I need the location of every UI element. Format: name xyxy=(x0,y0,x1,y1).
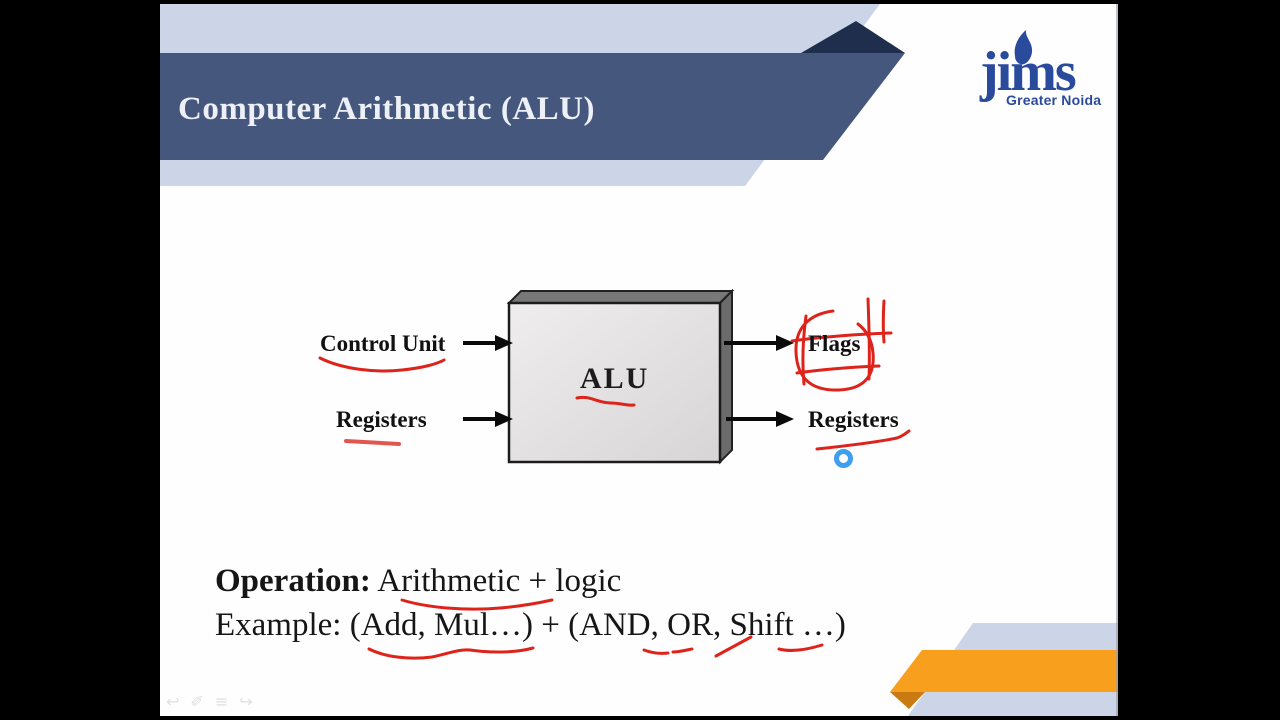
underline-registers-right xyxy=(815,429,911,451)
label-alu: ALU xyxy=(580,362,650,395)
red-ink-annotations xyxy=(318,297,911,660)
underline-add-mul xyxy=(367,646,535,660)
label-registers-out: Registers xyxy=(808,407,899,432)
presenter-nav: ↩ ✐ ≡ ↪ xyxy=(166,690,296,714)
note-example: Example: (Add, Mul…) + (AND, OR, Shift …… xyxy=(215,607,846,643)
back-arrow-icon[interactable]: ↩ xyxy=(166,692,180,711)
jims-logo: jims Greater Noida xyxy=(975,30,1125,110)
underline-control-unit xyxy=(318,356,446,373)
pen-icon[interactable]: ✐ xyxy=(190,692,204,711)
note-operation-label: Operation: xyxy=(215,563,371,599)
arrow-control-unit-head xyxy=(495,335,513,351)
underline-alu xyxy=(575,395,636,407)
slide-menu-icon[interactable]: ≡ xyxy=(214,692,229,711)
arrow-registers-in-head xyxy=(495,411,513,427)
underline-registers-left xyxy=(344,439,401,446)
jims-logo-subtext: Greater Noida xyxy=(1006,92,1102,108)
label-flags: Flags xyxy=(808,331,861,356)
page-title: Computer Arithmetic (ALU) xyxy=(178,91,595,127)
flame-icon xyxy=(1014,30,1033,65)
slash-or xyxy=(714,635,753,658)
note-operation-text: Arithmetic + logic xyxy=(370,563,622,599)
note-operation: Operation: Arithmetic + logic xyxy=(215,563,621,600)
alu-box-side-face xyxy=(719,288,733,465)
top-banner-fold xyxy=(801,21,905,53)
bottom-ribbon-bar xyxy=(890,650,1118,692)
alu-box-front-face xyxy=(507,301,722,464)
alu-box-top-face xyxy=(506,290,735,304)
forward-arrow-icon[interactable]: ↪ xyxy=(239,692,253,711)
diagram-arrows xyxy=(463,335,794,427)
underline-arithmetic xyxy=(400,598,554,611)
label-control-unit: Control Unit xyxy=(320,331,446,356)
arrow-registers-out-head xyxy=(776,411,794,427)
bottom-ribbon-fold xyxy=(890,692,925,709)
arrow-flags-head xyxy=(776,335,794,351)
label-registers-in: Registers xyxy=(336,407,427,432)
underline-shift xyxy=(777,643,824,652)
pointer-ring xyxy=(834,449,853,468)
underline-and xyxy=(642,647,694,655)
scribble-flags xyxy=(790,297,893,392)
top-banner-bar xyxy=(160,53,905,160)
